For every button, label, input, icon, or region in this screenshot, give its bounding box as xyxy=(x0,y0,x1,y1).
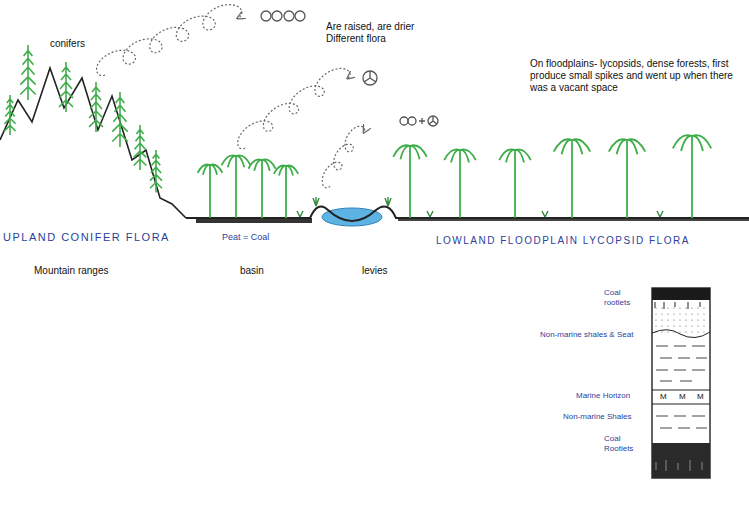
spore-symbols xyxy=(261,11,438,126)
stratigraphic-column xyxy=(652,288,710,478)
note-text: Are raised, are drier Different flora xyxy=(326,21,438,45)
flora-heading: LOWLAND FLOODPLAIN LYCOPSID FLORA xyxy=(436,235,690,247)
layer-label: Coal rootlets xyxy=(604,288,648,307)
marine-mark: M xyxy=(679,392,686,402)
region-label: levies xyxy=(362,265,388,277)
spore-dispersal-arrows xyxy=(97,5,365,188)
sprouts xyxy=(297,197,663,217)
layer-label: Marine Horizon xyxy=(576,391,630,401)
basin-water xyxy=(322,208,382,226)
plant-label: conifers xyxy=(50,38,85,50)
region-label: basin xyxy=(240,265,264,277)
flora-heading: UPLAND CONIFER FLORA xyxy=(3,231,170,244)
marine-mark: M xyxy=(697,392,704,402)
dispersal-arrow xyxy=(238,68,350,148)
layer-label: Non-marine Shales xyxy=(563,412,631,422)
marine-mark: M xyxy=(660,392,667,402)
region-label: Mountain ranges xyxy=(34,265,109,277)
layer-label: Non-marine shales & Seat xyxy=(540,330,633,340)
conifers-drawing xyxy=(4,45,162,193)
peat-label: Peat = Coal xyxy=(222,232,269,243)
dispersal-arrow xyxy=(97,5,242,76)
note-text: On floodplains- lycopsids, dense forests… xyxy=(530,58,744,94)
lycopsids-drawing xyxy=(198,135,712,218)
dispersal-arrow xyxy=(322,126,364,188)
ground-line xyxy=(186,206,749,221)
layer-label: Coal Rootlets xyxy=(604,434,648,453)
